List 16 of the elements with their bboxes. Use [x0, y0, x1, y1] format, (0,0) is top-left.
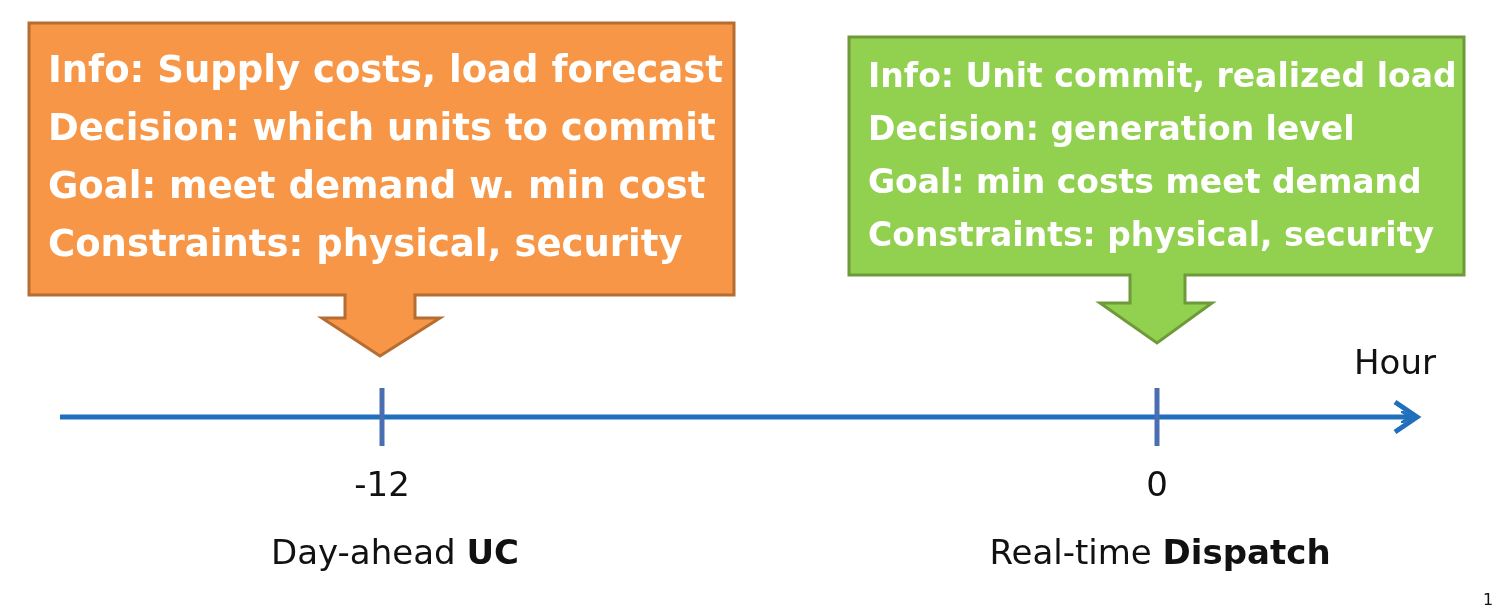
- axis-title: Hour: [1354, 342, 1436, 382]
- phase-label: Real-time Dispatch: [989, 532, 1331, 572]
- callout-text: Goal: meet demand w. min cost: [48, 164, 706, 207]
- callout-text: Goal: min costs meet demand: [868, 162, 1422, 201]
- tick-label: 0: [1146, 464, 1168, 504]
- phase-label: Day-ahead UC: [271, 532, 519, 572]
- callout-text: Decision: which units to commit: [48, 106, 716, 149]
- callout-box: [848, 36, 1465, 345]
- callout-text: Constraints: physical, security: [48, 222, 683, 265]
- tick-label: -12: [354, 464, 410, 504]
- callout-text: Constraints: physical, security: [868, 215, 1434, 254]
- callout-text: Info: Supply costs, load forecast: [48, 48, 723, 91]
- callout-text: Decision: generation level: [868, 109, 1355, 148]
- page-number: 1: [1482, 590, 1494, 607]
- callout-text: Info: Unit commit, realized load: [868, 56, 1457, 95]
- callout-box: [28, 22, 735, 358]
